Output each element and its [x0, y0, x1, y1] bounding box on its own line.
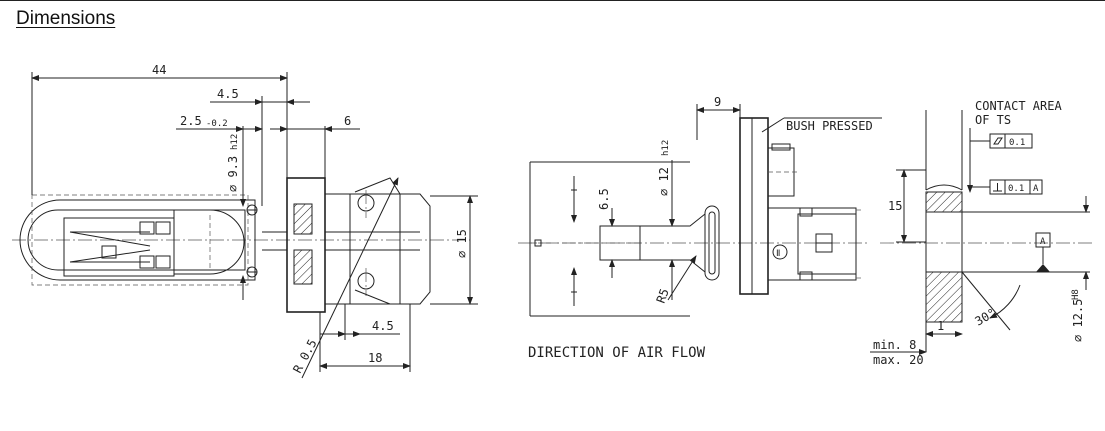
dim-diameter-9-3-tolerance: h12: [230, 134, 240, 150]
dim-44: 44: [152, 63, 166, 77]
dim-6: 6: [344, 114, 351, 128]
dim-1: 1: [937, 319, 944, 333]
dim-4-5-bottom: 4.5: [372, 319, 394, 333]
airflow-caption: DIRECTION OF AIR FLOW: [528, 345, 706, 361]
dim-diameter-9-3: ⌀ 9.3: [226, 156, 240, 192]
max-20-label: max. 20: [873, 353, 924, 367]
right-view: CONTACT AREA OF TS 0.1 0.1 A 15 A 30° 1: [870, 99, 1095, 367]
dim-diameter-12: ⌀ 12: [657, 167, 671, 196]
dim-diameter-12-5: ⌀ 12.5: [1071, 299, 1085, 342]
dim-diameter-12-tolerance: h12: [661, 140, 671, 156]
bush-pressed-label: BUSH PRESSED: [786, 119, 873, 133]
pin-marker-icon: Ⅱ: [776, 249, 780, 259]
flatness-value: 0.1: [1009, 138, 1025, 148]
dim-4-5-top: 4.5: [217, 87, 239, 101]
dim-radius-0-5: R 0.5: [290, 337, 319, 375]
page-title: Dimensions: [16, 8, 116, 29]
perpendicularity-icon: [993, 183, 1002, 192]
middle-view: Ⅱ 9 BUSH PRESSED ⌀ 12 h12 6.5 R5 DIRECTI…: [518, 95, 882, 361]
datum-a-label: A: [1040, 237, 1046, 247]
dim-angle-30: 30°: [973, 306, 999, 329]
perpendicularity-datum: A: [1033, 184, 1039, 194]
dim-15: 15: [888, 199, 902, 213]
contact-area-label-line2: OF TS: [975, 113, 1011, 127]
dim-2-5: 2.5: [180, 114, 202, 128]
top-border-line: [0, 0, 1105, 1]
perpendicularity-value: 0.1: [1008, 184, 1024, 194]
datum-triangle-icon: [1036, 264, 1050, 272]
min-8-label: min. 8: [873, 338, 916, 352]
dim-6-5: 6.5: [597, 188, 611, 210]
dim-diameter-12-5-tolerance: H8: [1071, 289, 1081, 300]
dim-18: 18: [368, 351, 382, 365]
flatness-icon: [993, 137, 1003, 145]
left-view: 44 4.5 2.5 -0.2 6 ⌀ 9.3 h12 ⌀ 15 4.5 R 0…: [12, 63, 478, 379]
dim-2-5-tolerance: -0.2: [206, 119, 228, 129]
contact-area-label-line1: CONTACT AREA: [975, 99, 1062, 113]
dim-radius-5: R5: [654, 287, 672, 305]
dim-diameter-15: ⌀ 15: [455, 229, 469, 258]
dim-9: 9: [714, 95, 721, 109]
